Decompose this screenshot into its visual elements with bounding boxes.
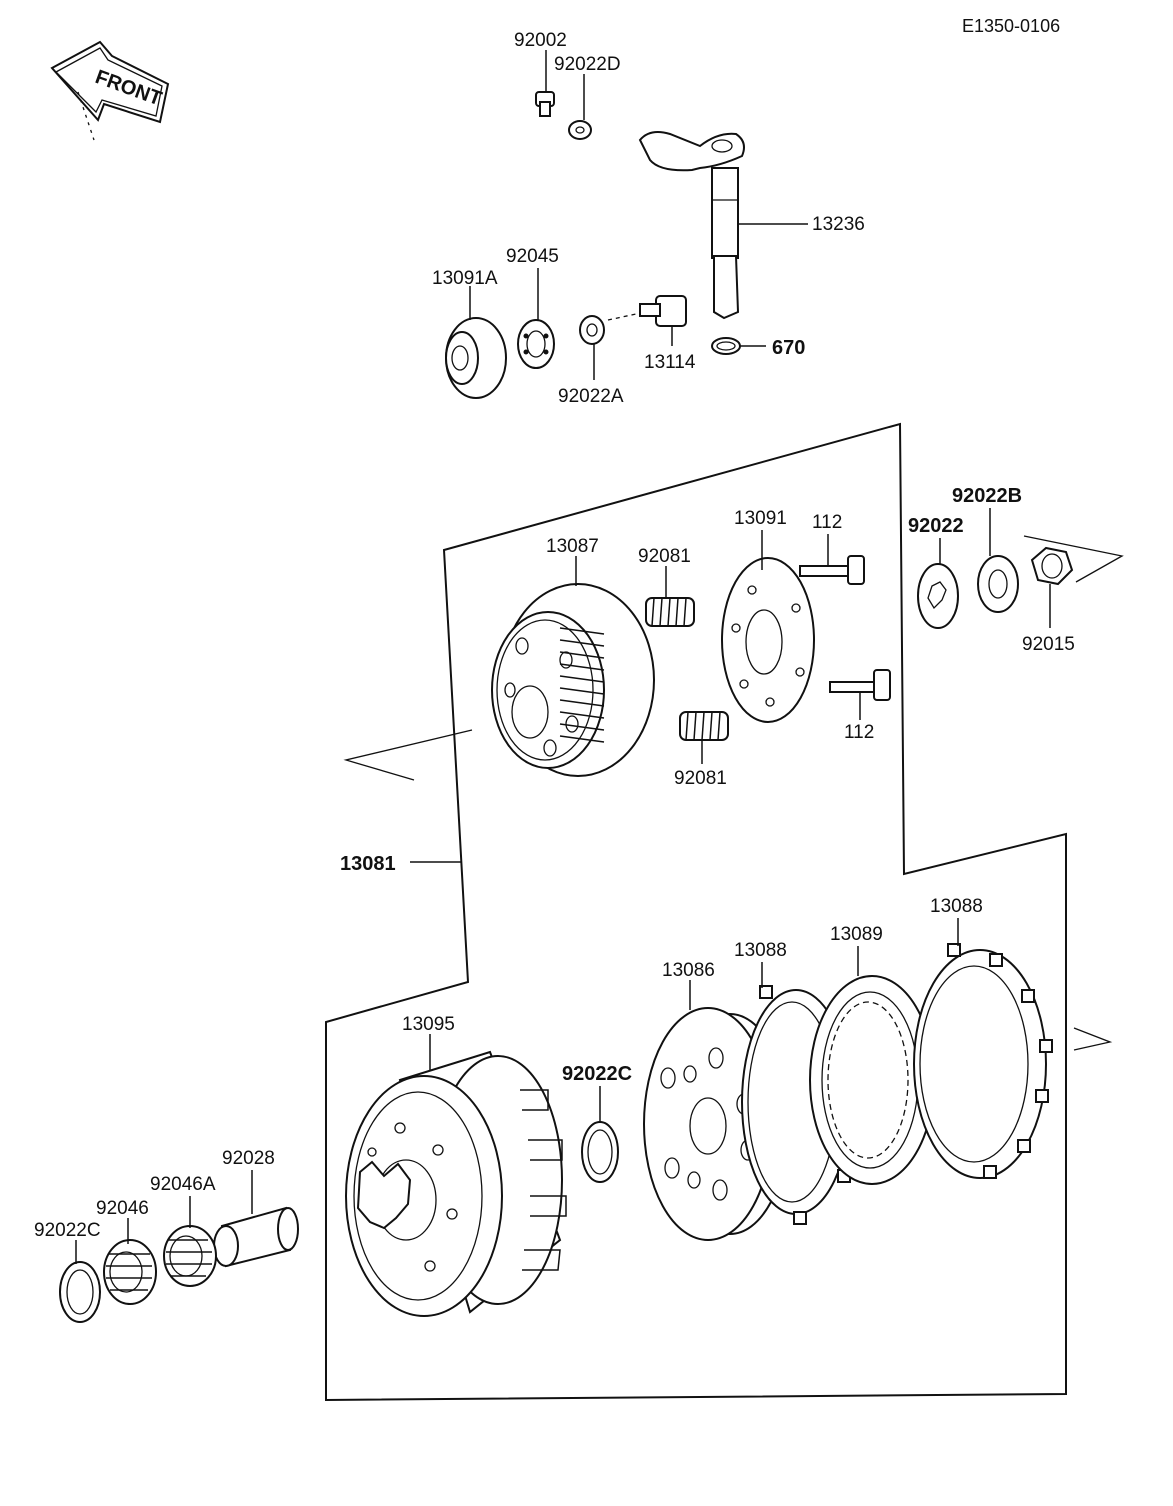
washer-92022C-left [59,1240,101,1323]
bolt-112-upper [799,534,865,585]
bolt-112-lower [829,669,891,720]
label-13081: 13081 [340,853,396,875]
label-92022: 92022 [908,515,964,537]
label-13114: 13114 [644,352,696,373]
release-shaft-13236 [638,131,808,320]
washer-92022D [568,74,592,140]
label-92002: 92002 [514,30,567,51]
label-92081-upper: 92081 [638,546,691,567]
bolt-92002 [535,50,555,117]
label-13086: 13086 [662,960,715,981]
label-92022D: 92022D [554,54,621,75]
label-13089: 13089 [830,924,883,945]
washer-92022C-mid [581,1086,619,1183]
label-92022B: 92022B [952,485,1022,507]
label-13236: 13236 [812,214,865,235]
nut-92015 [1023,535,1124,628]
label-92081-lower: 92081 [674,768,727,789]
front-arrow-icon: FRONT [50,40,170,141]
label-670: 670 [772,337,805,359]
label-92028: 92028 [222,1148,275,1169]
spring-plate-13091 [721,530,815,723]
label-92022C-left: 92022C [34,1220,101,1241]
friction-plate-13088-rear [913,918,1113,1179]
assembly-outline-13081 [325,422,1067,1402]
spring-92081-upper [645,566,695,627]
o-ring-670 [711,337,766,355]
label-92015: 92015 [1022,634,1075,655]
label-13087: 13087 [546,536,599,557]
washer-92022B [977,508,1019,613]
sleeve-92028 [213,1170,299,1268]
bearing-92045 [517,268,555,369]
clutch-housing-13095 [345,1034,567,1317]
label-13088-front: 13088 [734,940,787,961]
steel-plate-13089 [809,946,935,1185]
label-13095: 13095 [402,1014,455,1035]
label-112-upper: 112 [812,512,842,533]
diagram-code: E1350-0106 [962,16,1060,36]
label-92022C-mid: 92022C [562,1063,632,1085]
pin-13114 [607,295,687,346]
label-13088-rear: 13088 [930,896,983,917]
label-92045: 92045 [506,246,559,267]
label-92046A: 92046A [150,1174,216,1195]
label-112-lower: 112 [844,722,874,743]
needle-bearing-92046A [163,1196,217,1287]
oil-seal-13091A [445,286,507,399]
lock-washer-92022 [917,538,959,629]
label-13091A: 13091A [432,268,498,289]
label-13091: 13091 [734,508,787,529]
pressure-plate-13087 [343,556,655,781]
spring-92081-lower [679,711,729,764]
label-92022A: 92022A [558,386,624,407]
label-92046: 92046 [96,1198,149,1219]
washer-92022A [579,315,605,380]
needle-bearing-92046 [103,1218,157,1305]
